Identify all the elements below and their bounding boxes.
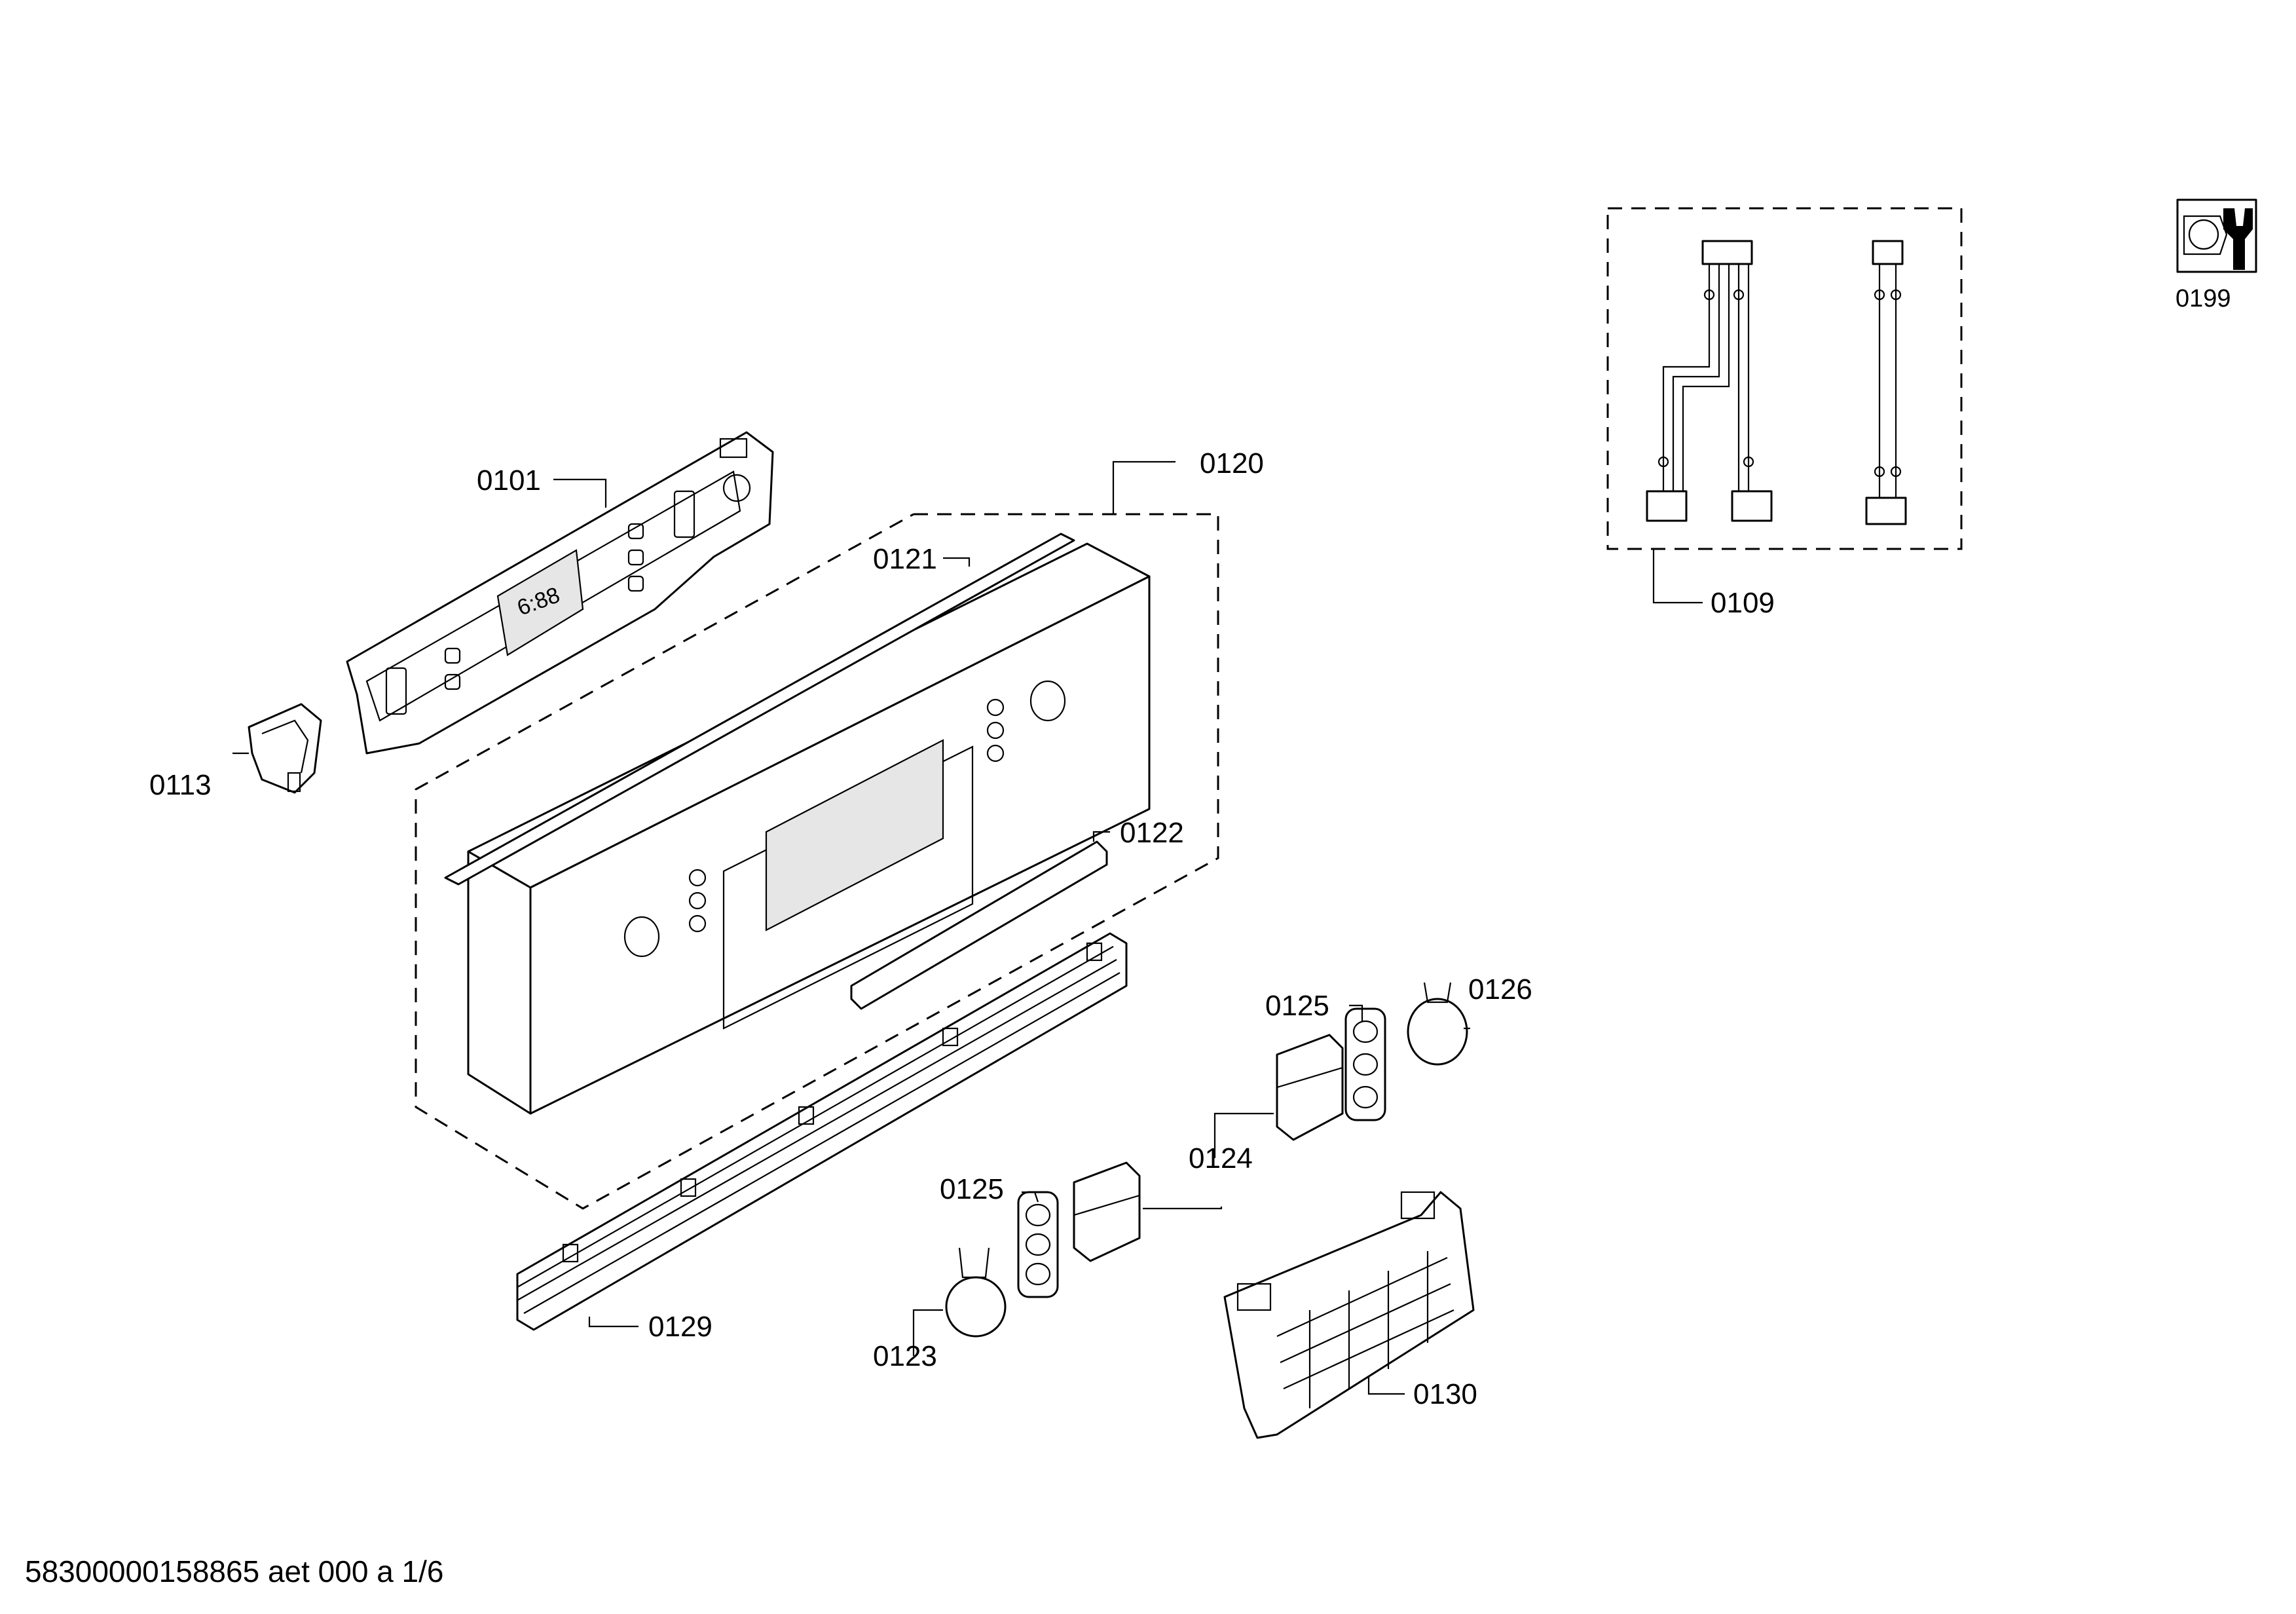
drawing-code: 58300000158865 aet 000 a 1/6 — [25, 1554, 444, 1588]
label-0124[interactable]: 0124 — [1189, 1142, 1253, 1174]
label-0123[interactable]: 0123 — [873, 1340, 937, 1372]
label-0126[interactable]: 0126 — [1468, 973, 1532, 1005]
part-0129-base-strip[interactable] — [516, 932, 1128, 1331]
label-0125-upper[interactable]: 0125 — [1265, 990, 1329, 1022]
part-0125-button-caps-upper[interactable] — [1344, 1007, 1386, 1121]
part-0124-button-block-lower[interactable] — [1073, 1161, 1141, 1262]
part-0124-button-block-upper[interactable] — [1276, 1034, 1344, 1141]
part-0101-control-module[interactable]: 6:88 — [346, 431, 774, 755]
part-0120-assembly-outline — [415, 513, 1219, 1210]
part-0121-seal-strip[interactable] — [444, 533, 1075, 886]
label-0121[interactable]: 0121 — [873, 543, 937, 575]
label-0122[interactable]: 0122 — [1120, 817, 1184, 849]
label-0101[interactable]: 0101 — [477, 464, 541, 497]
part-0130-holder-bracket[interactable] — [1223, 1191, 1475, 1439]
label-0199[interactable]: 0199 — [2176, 285, 2231, 312]
part-labels: 0101 0113 0120 0121 0122 0109 0199 0125 … — [149, 285, 2231, 1410]
part-0113-clip[interactable] — [248, 703, 322, 794]
part-0109-wiring-harness[interactable] — [1606, 207, 1963, 550]
label-0113[interactable]: 0113 — [149, 769, 212, 801]
part-0126-knob[interactable] — [1407, 982, 1468, 1066]
leader-lines — [232, 460, 1703, 1395]
label-0130[interactable]: 0130 — [1413, 1378, 1477, 1410]
part-0120-front-panel[interactable] — [467, 542, 1151, 1115]
part-0122-trim-strip[interactable] — [850, 840, 1108, 1010]
label-0125-lower[interactable]: 0125 — [940, 1173, 1004, 1205]
label-0120[interactable]: 0120 — [1200, 447, 1264, 479]
part-0199-service-wrench-icon[interactable] — [2176, 198, 2257, 273]
label-0129[interactable]: 0129 — [648, 1311, 713, 1343]
part-0123-knob[interactable] — [945, 1247, 1007, 1338]
part-0125-button-caps-lower[interactable] — [1017, 1191, 1059, 1298]
label-0109[interactable]: 0109 — [1711, 587, 1775, 619]
